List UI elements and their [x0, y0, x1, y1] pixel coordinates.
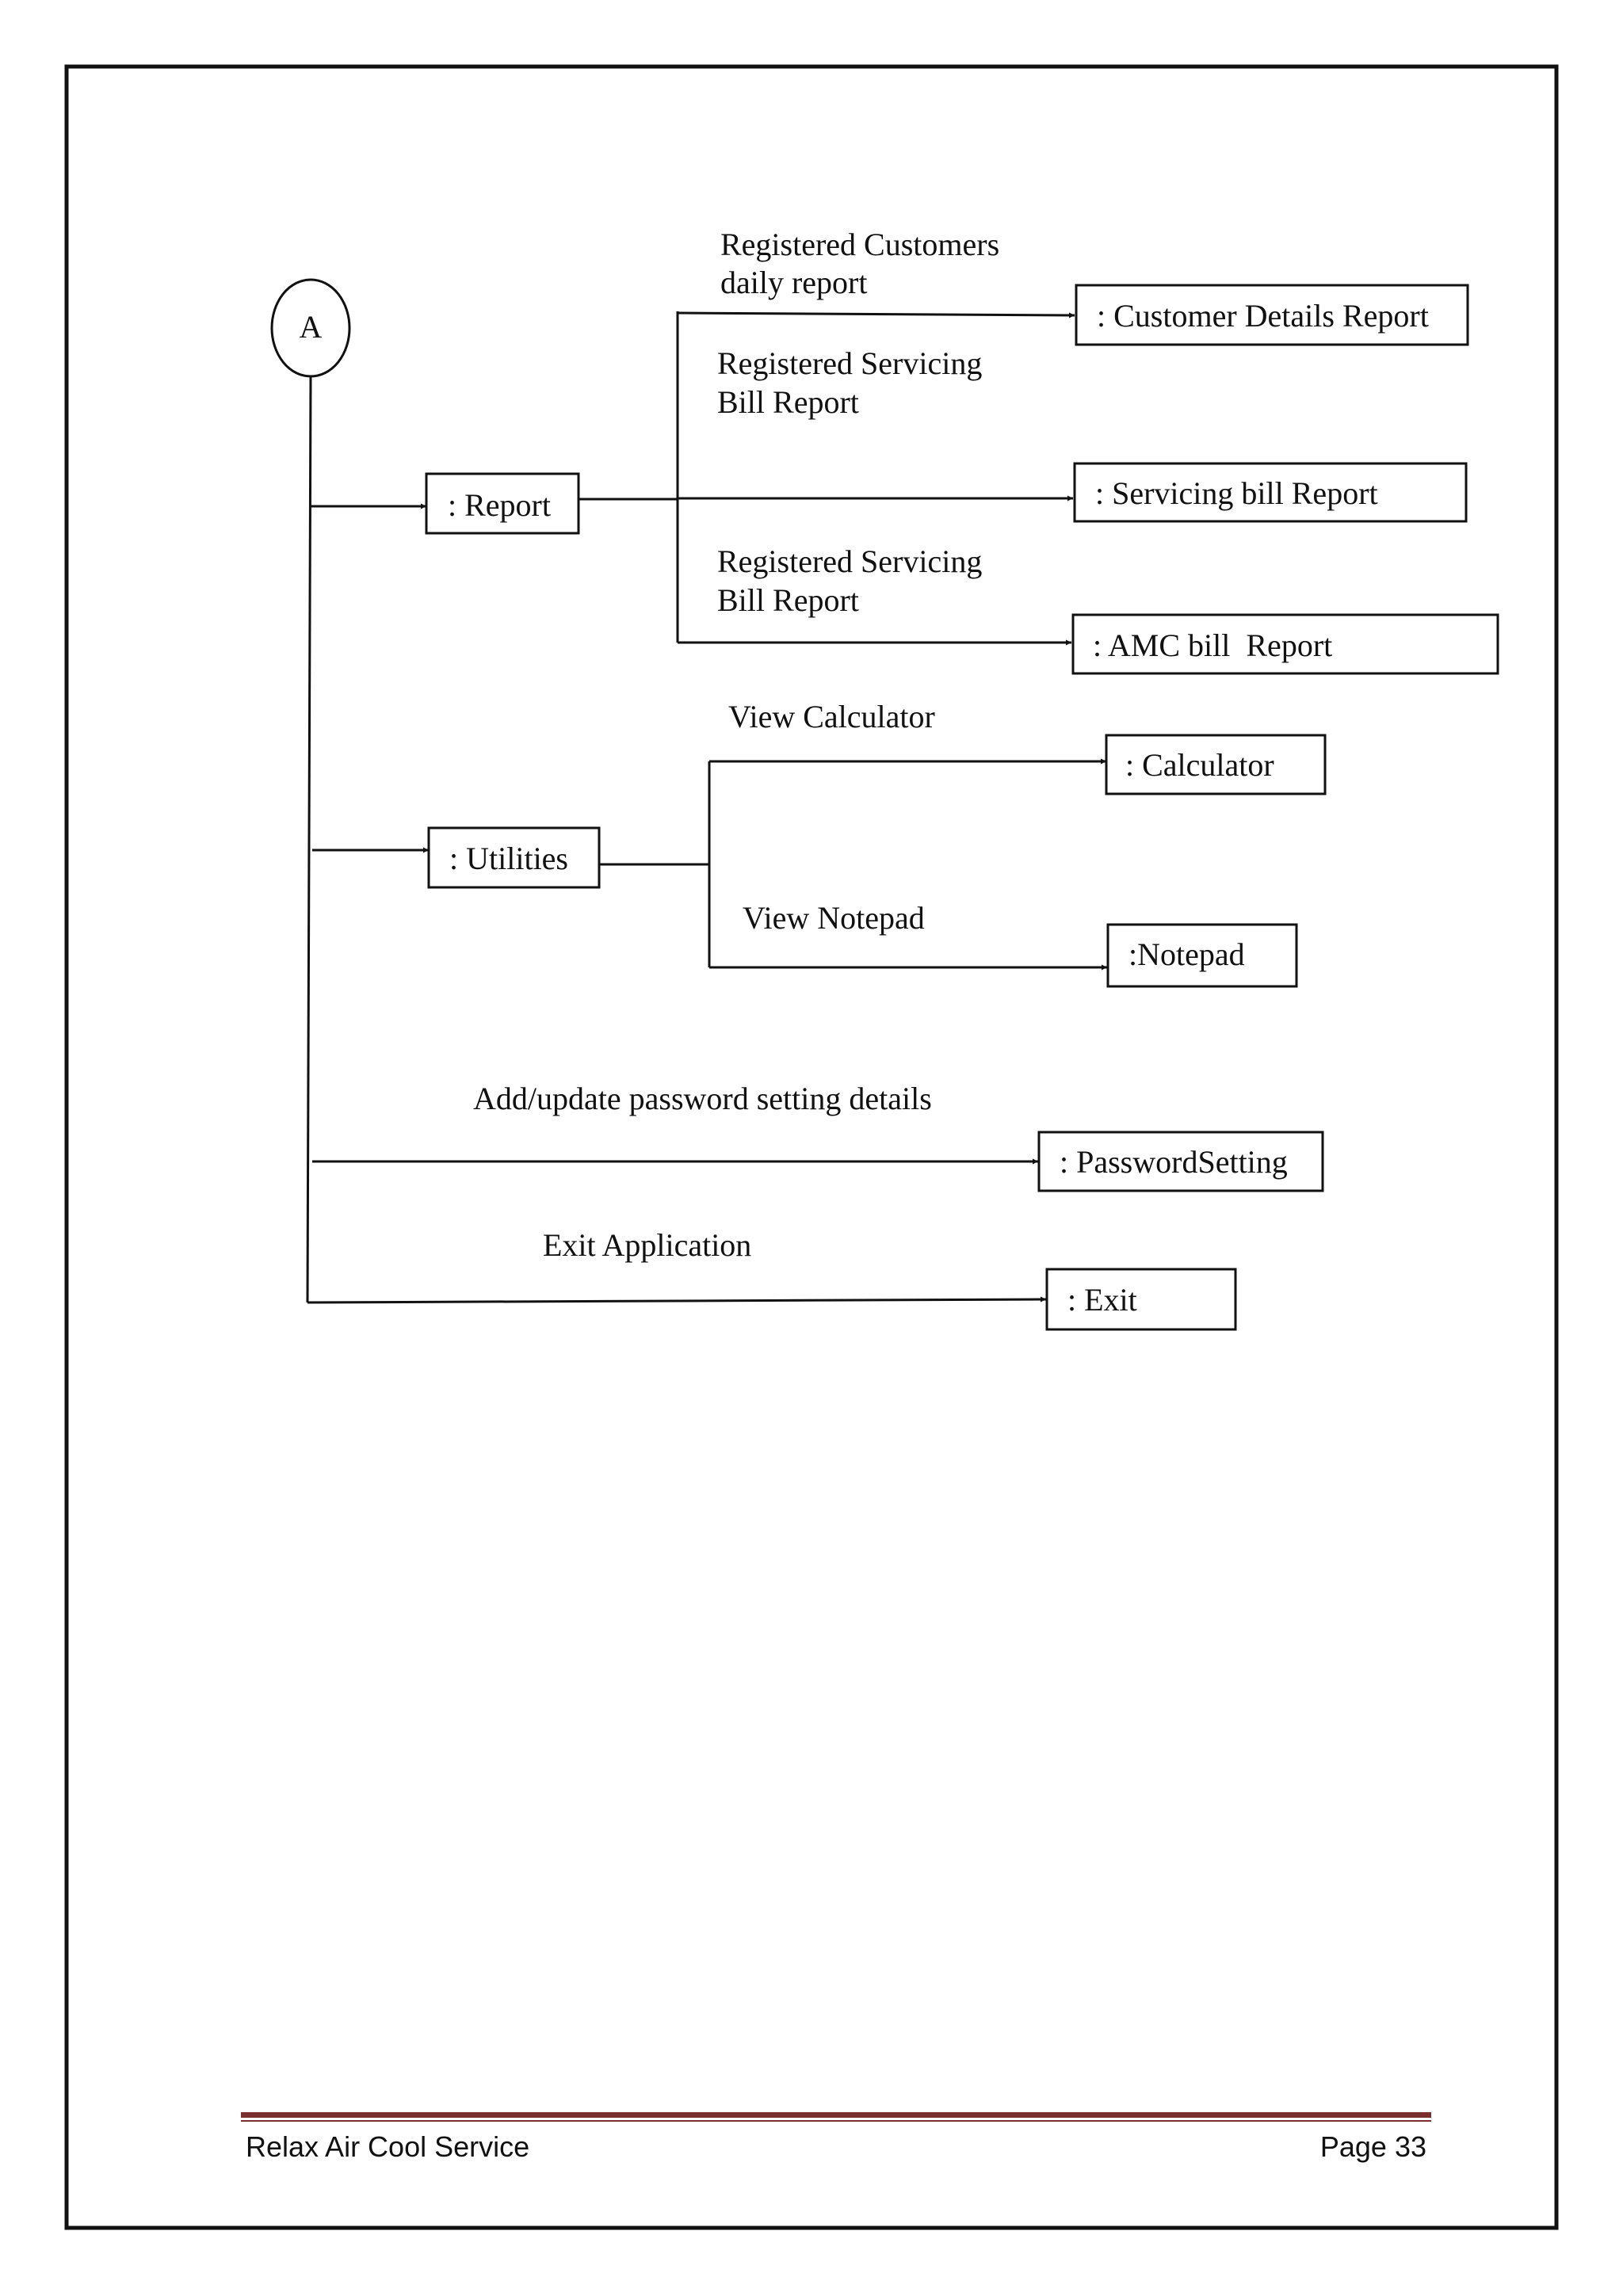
main-trunk-line	[306, 376, 312, 1303]
arrow-to-customer-details	[677, 311, 1075, 318]
message-exit-application: Exit Application	[543, 1227, 751, 1263]
node-notepad: :Notepad	[1106, 923, 1298, 988]
message-servicing-bill-line2: Bill Report	[717, 384, 859, 420]
node-calculator-label: : Calculator	[1125, 747, 1274, 783]
footer-left-text: Relax Air Cool Service	[246, 2130, 529, 2163]
message-servicing-bill-line1: Registered Servicing	[717, 345, 982, 381]
node-utilities: : Utilities	[427, 826, 601, 889]
node-servicing-bill-report: : Servicing bill Report	[1073, 462, 1468, 523]
connector-a-label: A	[300, 309, 323, 345]
message-amc-bill-line2: Bill Report	[717, 582, 859, 618]
node-customer-details-report-label: : Customer Details Report	[1097, 298, 1429, 334]
footer-rule	[241, 2112, 1431, 2118]
message-view-calculator: View Calculator	[728, 699, 935, 734]
node-calculator: : Calculator	[1105, 734, 1327, 795]
node-password-setting: : PasswordSetting	[1037, 1131, 1324, 1192]
message-customers-daily-line2: daily report	[720, 265, 868, 300]
message-password: Add/update password setting details	[473, 1081, 932, 1116]
node-report-label: : Report	[448, 487, 551, 523]
node-notepad-label: :Notepad	[1128, 936, 1245, 972]
footer-rule-thin	[241, 2120, 1431, 2122]
connector-a: A	[270, 278, 351, 378]
node-servicing-bill-report-label: : Servicing bill Report	[1095, 475, 1378, 511]
node-customer-details-report: : Customer Details Report	[1075, 284, 1469, 346]
node-amc-bill-report: : AMC bill Report	[1071, 613, 1499, 675]
message-amc-bill-line1: Registered Servicing	[717, 543, 982, 579]
node-amc-bill-report-label: : AMC bill Report	[1093, 627, 1332, 663]
page-number: Page 33	[1320, 2130, 1426, 2163]
message-view-notepad: View Notepad	[743, 900, 925, 936]
node-password-setting-label: : PasswordSetting	[1060, 1144, 1288, 1180]
node-report: : Report	[425, 472, 580, 535]
page-border	[64, 64, 1559, 2230]
node-exit-label: : Exit	[1067, 1282, 1137, 1318]
node-utilities-label: : Utilities	[449, 841, 568, 876]
arrow-to-exit	[307, 1296, 1047, 1304]
node-exit: : Exit	[1045, 1268, 1237, 1331]
message-customers-daily-line1: Registered Customers	[720, 227, 999, 262]
